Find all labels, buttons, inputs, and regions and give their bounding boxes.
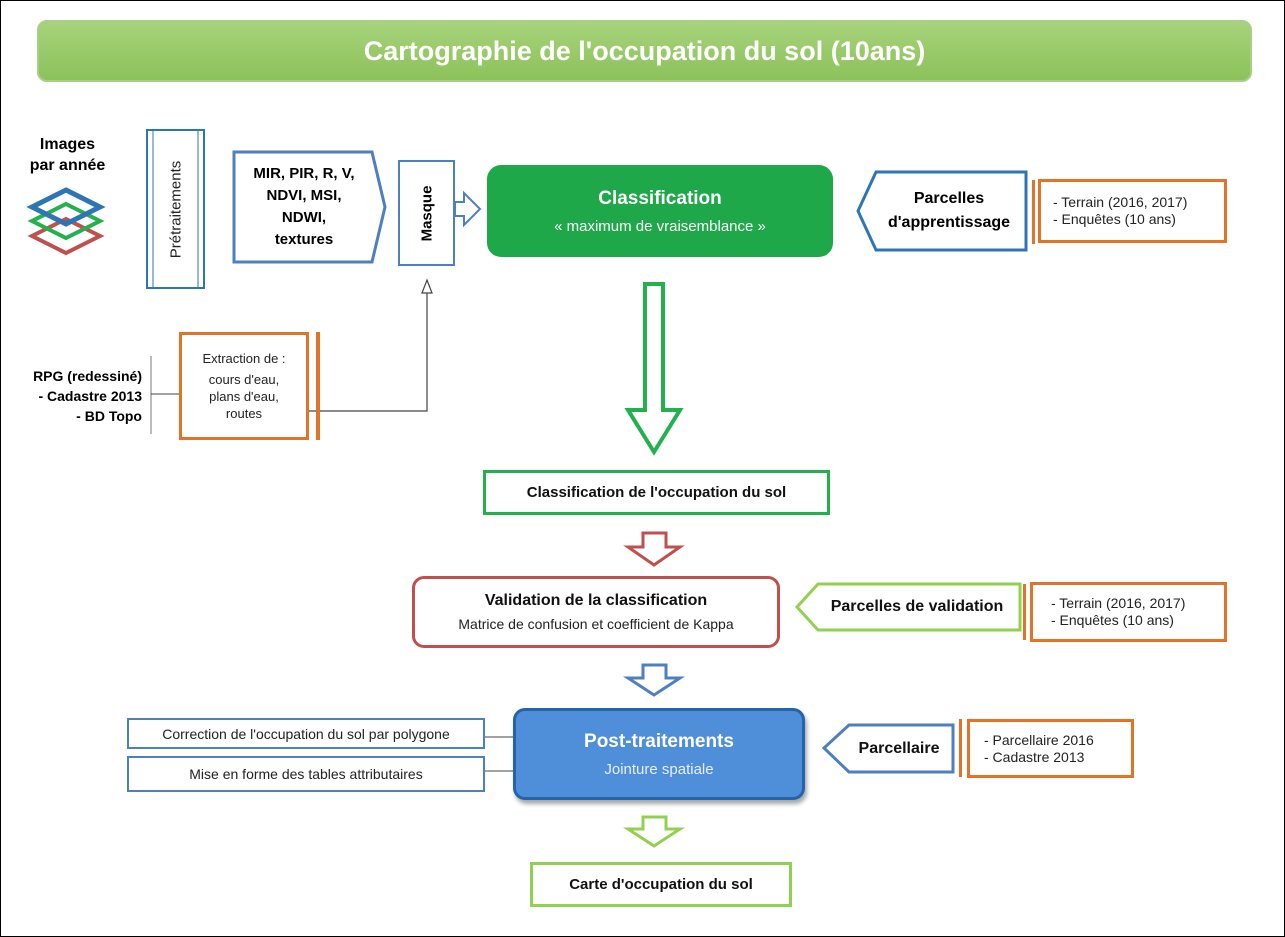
parcellaire-shape	[821, 723, 955, 774]
classification-down-arrow	[624, 282, 684, 456]
parcelles-validation-label: Parcelles de validation	[816, 586, 1018, 628]
apprentissage-sources-box: - Terrain (2016, 2017) - Enquêtes (10 an…	[1038, 179, 1227, 243]
masque-to-classification-arrow	[454, 190, 482, 228]
classification-result-label: Classification de l'occupation du sol	[526, 484, 787, 501]
red-down-arrow	[623, 531, 685, 567]
title-text: Cartographie de l'occupation du sol (10a…	[363, 35, 926, 66]
extraction-to-masque-line	[309, 293, 428, 412]
source-bdtopo: - BD Topo	[76, 408, 142, 424]
parcelles-apprentissage-label: Parcelles d'apprentissage	[874, 175, 1024, 247]
indices-line-1: MIR, PIR, R, V,	[253, 165, 355, 182]
apprentissage-source-2: - Enquêtes (10 ans)	[1053, 211, 1176, 227]
extraction-item-2: plans d'eau,	[209, 389, 279, 404]
final-down-arrow	[622, 815, 686, 848]
post-title: Post-traitements	[584, 730, 734, 752]
post-left-box-1: Correction de l'occupation du sol par po…	[127, 718, 485, 749]
extraction-item-1: cours d'eau,	[208, 372, 280, 387]
validation-accent	[1023, 584, 1026, 640]
validation-source-2: - Enquêtes (10 ans)	[1051, 612, 1174, 628]
parcellaire-sources-box: - Parcellaire 2016 - Cadastre 2013	[967, 719, 1134, 778]
parcellaire-source-1: - Parcellaire 2016	[984, 731, 1094, 748]
masque-label: Masque	[418, 185, 436, 241]
final-box: Carte d'occupation du sol	[530, 862, 792, 907]
classification-subtitle: « maximum de vraisemblance »	[554, 217, 766, 235]
images-label: Images par année	[25, 134, 110, 176]
layers-icon	[26, 187, 106, 256]
extraction-title: Extraction de :	[202, 351, 286, 366]
apprentissage-accent	[1032, 180, 1035, 244]
source-cadastre: - Cadastre 2013	[38, 388, 142, 404]
images-label-line-2: par année	[29, 157, 106, 174]
parcelles-apprentissage-shape	[856, 170, 1028, 252]
indices-line-3: NDWI,	[281, 209, 327, 226]
post-subtitle: Jointure spatiale	[604, 760, 714, 778]
masque-box: Masque	[398, 160, 455, 266]
post-left-text-1: Correction de l'occupation du sol par po…	[162, 725, 450, 742]
classification-box: Classification « maximum de vraisemblanc…	[487, 165, 833, 257]
validation-subtitle: Matrice de confusion et coefficient de K…	[458, 616, 734, 632]
validation-source-1: - Terrain (2016, 2017)	[1051, 595, 1186, 611]
pretraitements-inner	[152, 129, 199, 289]
validation-box: Validation de la classification Matrice …	[412, 576, 780, 648]
post-left-box-2: Mise en forme des tables attributaires	[127, 756, 485, 792]
parcelles-apprentissage-line-2: d'apprentissage	[887, 214, 1011, 231]
indices-shape	[232, 150, 387, 264]
source-rpg: RPG (redessiné)	[33, 368, 142, 384]
indices-line-2: NDVI, MSI,	[266, 187, 342, 204]
classification-result-box: Classification de l'occupation du sol	[483, 470, 830, 515]
indices-box: MIR, PIR, R, V, NDVI, MSI, NDWI, texture…	[236, 154, 372, 260]
post-left-text-2: Mise en forme des tables attributaires	[189, 766, 423, 782]
title-banner: Cartographie de l'occupation du sol (10a…	[37, 20, 1252, 82]
validation-sources-box: - Terrain (2016, 2017) - Enquêtes (10 an…	[1030, 582, 1227, 642]
images-label-line-1: Images	[39, 136, 96, 153]
parcellaire-accent	[959, 719, 962, 777]
indices-line-4: textures	[274, 231, 334, 248]
parcelles-apprentissage-line-1: Parcelles	[913, 190, 985, 207]
pretraitements-box: Prétraitements	[153, 130, 198, 288]
parcelles-validation-text: Parcelles de validation	[830, 598, 1004, 615]
parcelles-validation-shape	[794, 582, 1022, 632]
parcellaire-source-2: - Cadastre 2013	[984, 748, 1085, 765]
sources-left: RPG (redessiné) - Cadastre 2013 - BD Top…	[2, 366, 142, 426]
post-traitements-box: Post-traitements Jointure spatiale	[513, 708, 805, 800]
extraction-box: Extraction de : cours d'eau, plans d'eau…	[179, 332, 309, 440]
parcellaire-text: Parcellaire	[858, 739, 940, 757]
parcellaire-label: Parcellaire	[847, 727, 951, 770]
validation-title: Validation de la classification	[484, 592, 708, 609]
blue-down-arrow	[622, 663, 686, 697]
classification-title: Classification	[598, 187, 722, 209]
apprentissage-source-1: - Terrain (2016, 2017)	[1053, 194, 1188, 210]
pretraitements-label: Prétraitements	[167, 160, 185, 258]
extraction-item-3: routes	[225, 406, 263, 421]
final-label: Carte d'occupation du sol	[569, 876, 753, 893]
masque-arrowhead	[421, 278, 433, 294]
extraction-accent	[316, 332, 320, 440]
